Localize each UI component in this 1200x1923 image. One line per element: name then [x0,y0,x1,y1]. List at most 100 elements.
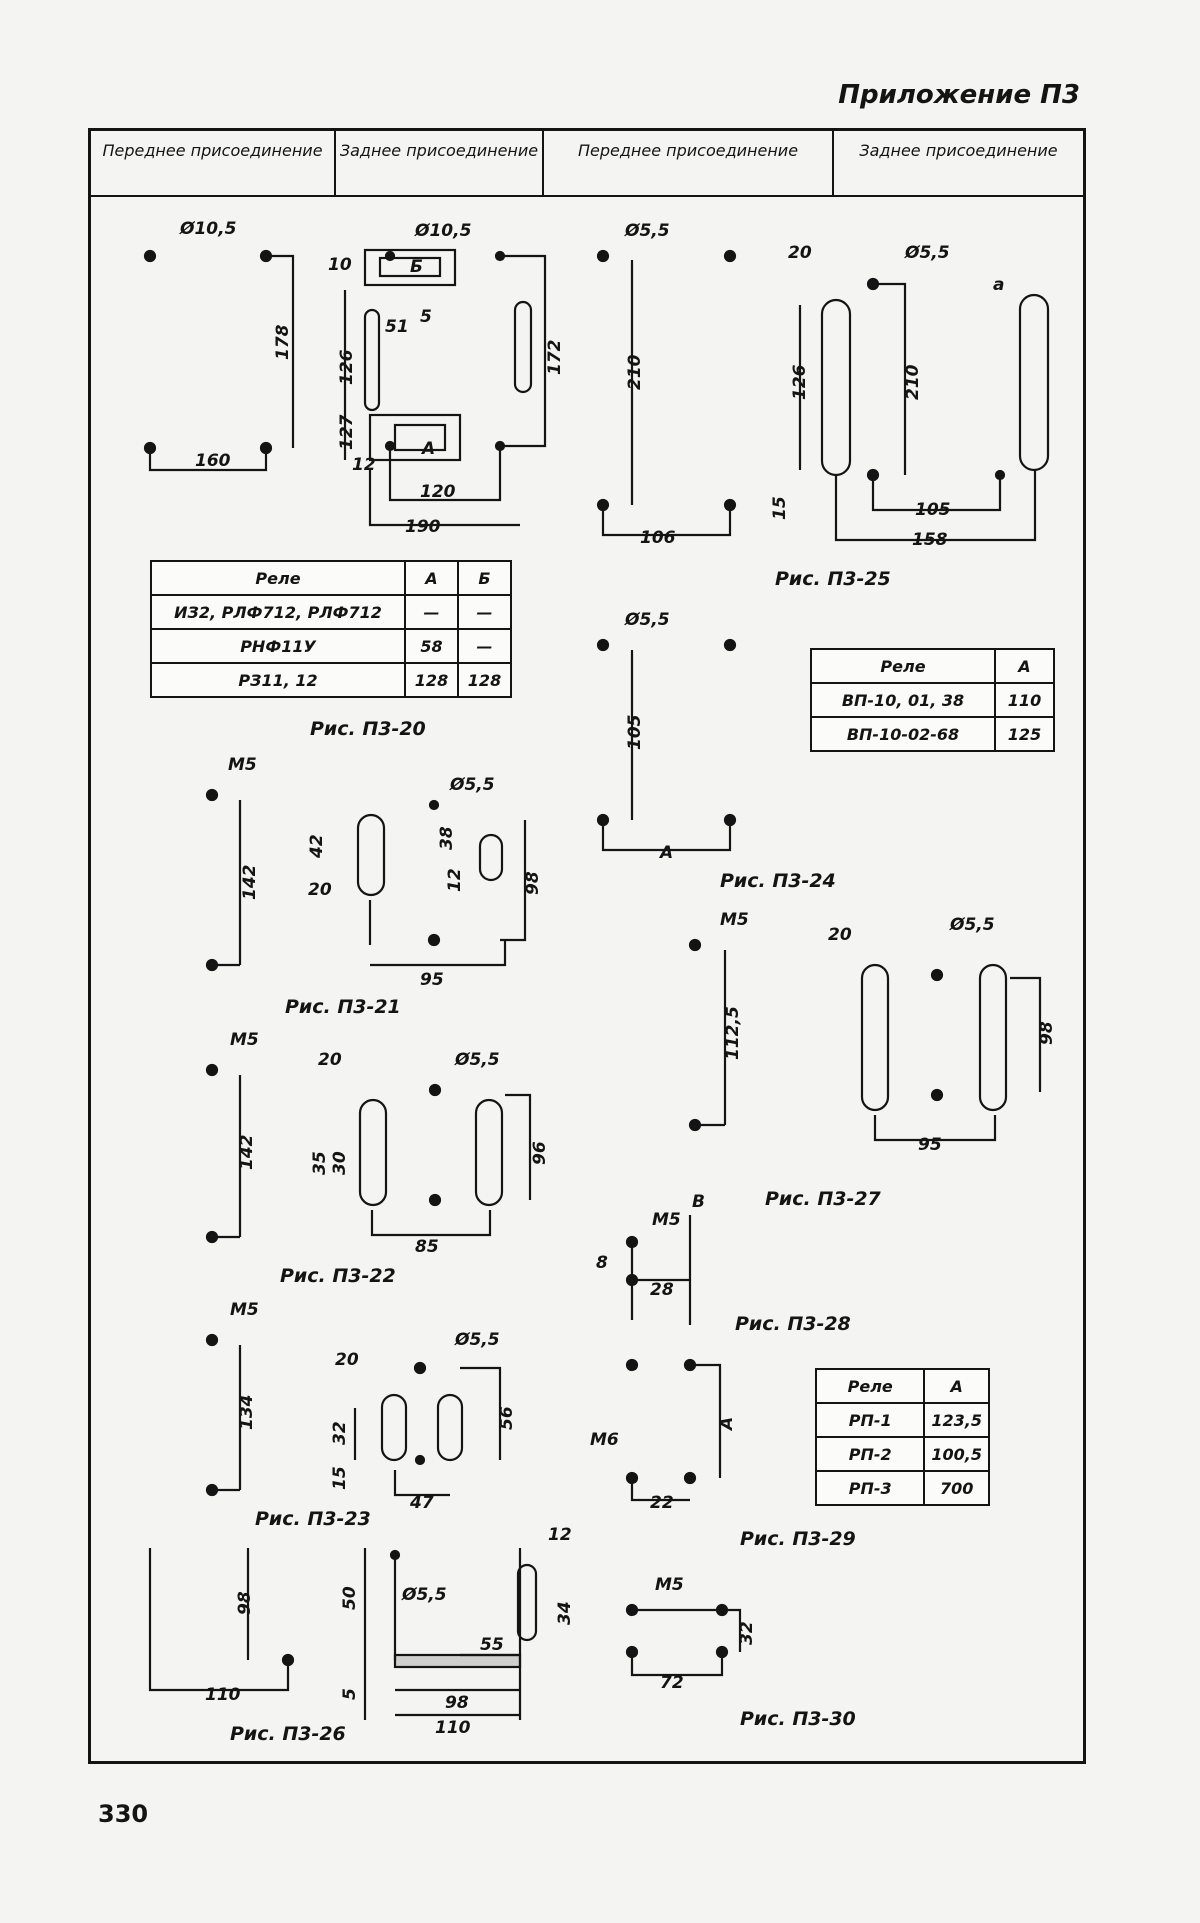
dim-label: 20 [788,243,812,263]
dim-label: 10 [328,255,352,275]
dim-label: М5 [230,1030,259,1050]
dim-label: 22 [650,1493,674,1513]
dim-label: Ø5,5 [454,1050,500,1070]
dim-label: 30 [330,1151,350,1175]
dim-label: 105 [915,500,951,520]
dim-label: 42 [307,834,327,859]
dim-label: 47 [409,1493,434,1513]
dim-label: 142 [240,865,260,901]
dim-label: 20 [318,1050,342,1070]
dim-label: 38 [437,826,457,850]
dim-label: Ø5,5 [454,1330,500,1350]
dim-label: 134 [237,1395,257,1431]
dim-label: 210 [903,364,923,400]
dim-label: 190 [405,517,441,537]
figure-p3-25: Ø5,5 210 106 20 Ø5,5 126 210 15 105 158 … [598,221,1048,590]
figure-caption: Рис. П3-20 [310,718,426,740]
table-cell: 100,5 [924,1437,989,1471]
dim-label: 105 [625,715,645,751]
table-cell: — [458,595,511,629]
dim-label: 85 [415,1237,439,1257]
table-cell: 110 [995,683,1054,717]
dim-label: 126 [790,364,810,400]
dim-label: 15 [330,1466,350,1490]
dim-label: 95 [918,1135,942,1155]
dim-label: 56 [497,1406,517,1430]
dim-label: 12 [548,1525,572,1545]
dim-label: М5 [228,755,257,775]
dim-label: Ø5,5 [401,1585,447,1605]
dim-label: 5 [340,1688,360,1700]
dim-label: 98 [445,1693,469,1713]
table-cell: ВП-10, 01, 38 [811,683,995,717]
dim-label: Ø10,5 [179,219,236,239]
table-cell: РП-1 [816,1403,924,1437]
table-header: Реле [811,649,995,683]
figure-caption: Рис. П3-22 [280,1265,396,1287]
table-cell: РЗ11, 12 [151,663,405,697]
dim-label: 5 [420,307,432,327]
dim-label: 112,5 [723,1006,743,1060]
dim-label: 72 [660,1673,684,1693]
dim-label: 96 [530,1141,550,1165]
dim-label: 20 [335,1350,359,1370]
dim-label: В [692,1192,705,1212]
dim-label: 172 [545,340,565,376]
dim-label: 98 [523,871,543,895]
dim-label: Ø5,5 [904,243,950,263]
dim-label: 35 [310,1151,330,1175]
figure-caption: Рис. П3-25 [775,568,891,590]
figure-caption: Рис. П3-28 [735,1313,851,1335]
figure-p3-26: 98 110 50 Ø5,5 12 34 55 98 110 5 Рис. П3… [150,1525,575,1745]
table-cell: 700 [924,1471,989,1505]
dim-label: А [717,1417,737,1432]
figure-caption: Рис. П3-21 [285,996,401,1018]
table-header: Б [458,561,511,595]
figure-caption: Рис. П3-29 [740,1528,856,1550]
dim-label: 160 [195,451,231,471]
dim-label: 51 [385,317,409,337]
dim-label: Ø5,5 [624,610,670,630]
figure-caption: Рис. П3-26 [230,1723,346,1745]
dim-label: М5 [720,910,749,930]
dim-label: 110 [435,1718,471,1738]
figure-p3-21: М5 142 42 20 Ø5,5 38 12 98 95 Рис. П3-21 [207,755,543,1018]
figure-caption: Рис. П3-23 [255,1508,371,1530]
dim-label: 28 [650,1280,674,1300]
dim-label: Ø10,5 [414,221,471,241]
dim-label: 8 [596,1253,608,1273]
dim-label: 98 [235,1591,255,1615]
dim-label: Ø5,5 [949,915,995,935]
dim-label: М5 [230,1300,259,1320]
table-cell: 58 [405,629,458,663]
dim-label: М6 [590,1430,619,1450]
dim-label: 98 [1037,1021,1057,1045]
figure-caption: Рис. П3-24 [720,870,836,892]
figure-caption: Рис. П3-27 [765,1188,882,1210]
table-header: А [924,1369,989,1403]
dim-label: 20 [828,925,852,945]
table-cell: — [405,595,458,629]
table-cell: 123,5 [924,1403,989,1437]
table-header: Реле [816,1369,924,1403]
dim-label: 110 [205,1685,241,1705]
figure-p3-28: М5 В 8 28 Рис. П3-28 [596,1192,851,1335]
dim-label: 12 [445,868,465,892]
dim-label: 106 [640,528,676,548]
table-header: А [995,649,1054,683]
table-header: А [405,561,458,595]
table-cell: РП-2 [816,1437,924,1471]
relay-table-p3-24: РелеА ВП-10, 01, 38110 ВП-10-02-68125 [810,648,1055,752]
table-cell: РП-3 [816,1471,924,1505]
dim-label: М5 [655,1575,684,1595]
dim-label: Б [410,257,423,277]
table-cell: 128 [458,663,511,697]
dim-label: 55 [480,1635,504,1655]
dim-label: 32 [737,1621,757,1645]
dim-label: М5 [652,1210,681,1230]
table-cell: 125 [995,717,1054,751]
figure-p3-23: М5 134 20 Ø5,5 32 15 56 47 Рис. П3-23 [207,1300,517,1530]
dim-label: а [993,275,1004,295]
dim-label: 178 [273,324,293,360]
table-cell: ИЗ2, РЛФ712, РЛФ712 [151,595,405,629]
